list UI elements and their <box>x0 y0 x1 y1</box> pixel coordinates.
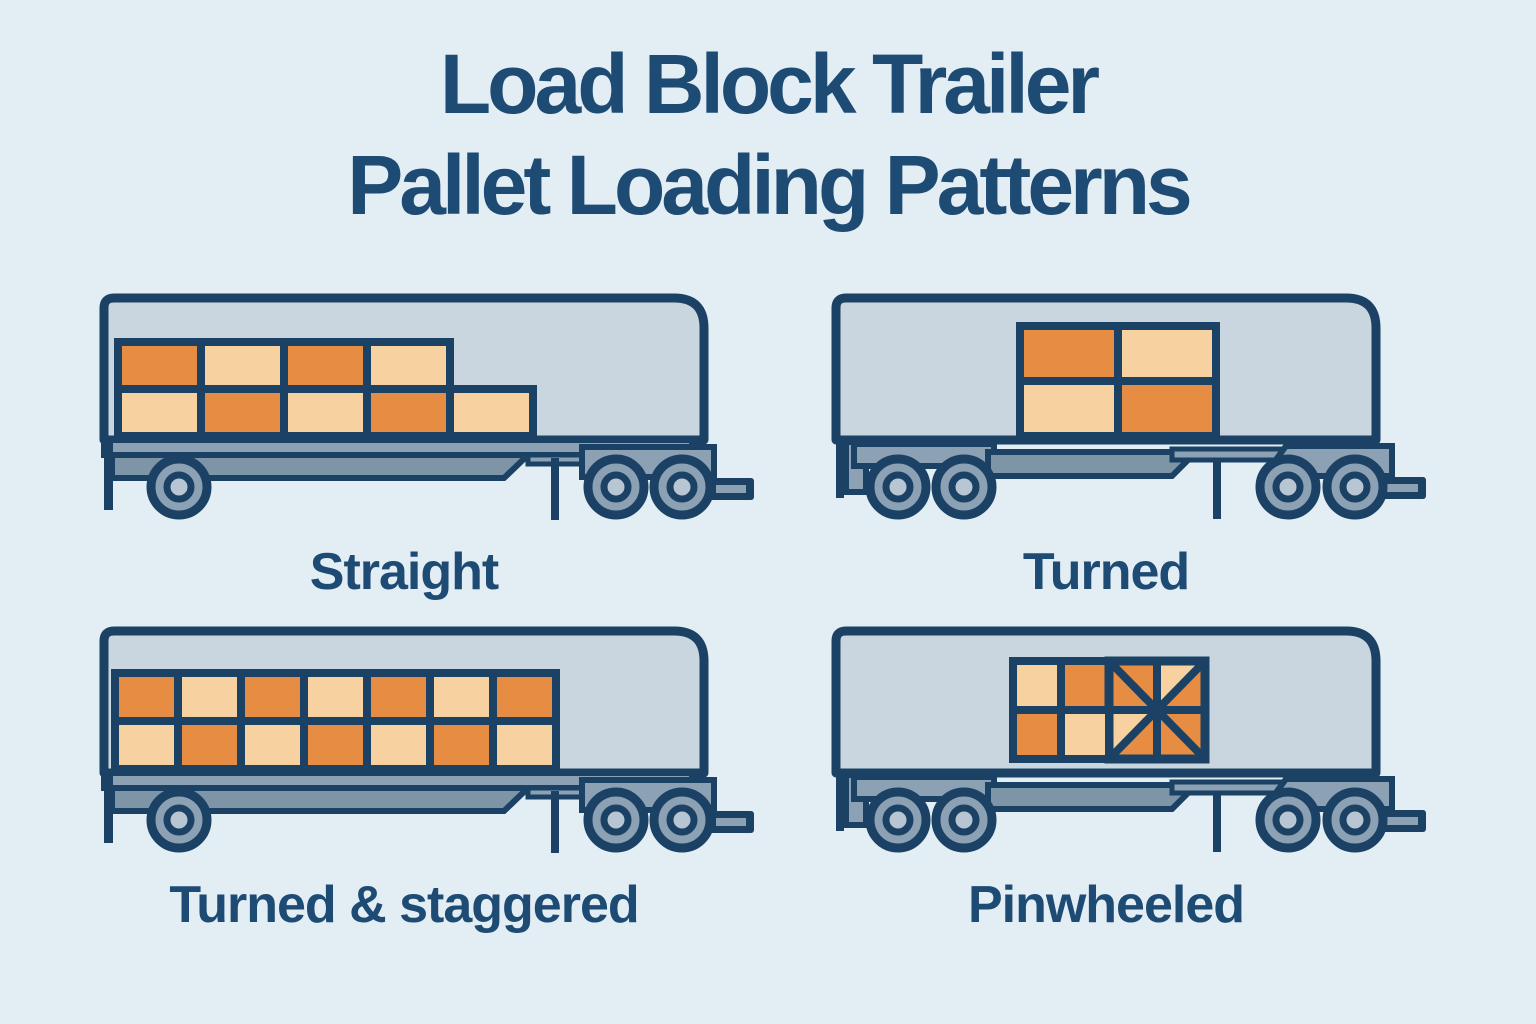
pallet-block <box>1057 657 1113 714</box>
pallet-block <box>1057 706 1113 763</box>
trailer-illustration-pinwheeled <box>831 626 1426 853</box>
pallet-block <box>1114 322 1220 385</box>
wheel-hub <box>882 471 914 503</box>
hitch-stripe <box>716 818 746 826</box>
hitch-stripe <box>1384 484 1418 492</box>
pallet-block <box>300 717 371 773</box>
pallet-block <box>489 717 560 773</box>
landing-gear-leg <box>551 458 559 520</box>
pallet-block <box>426 717 497 773</box>
wheel-hub <box>666 804 698 836</box>
pallet-block <box>111 669 182 725</box>
wheel-hub <box>948 471 980 503</box>
wheel-hub <box>948 804 980 836</box>
pallet-block <box>363 717 434 773</box>
pattern-figure-turned-staggered: Turned & staggered <box>96 623 756 935</box>
pattern-figure-straight: Straight <box>96 290 756 602</box>
wheel-hub <box>600 471 632 503</box>
wheel-hub <box>1272 804 1304 836</box>
pinwheel-block <box>1104 656 1210 764</box>
pallet-block <box>114 338 205 393</box>
wheel-hub <box>1339 471 1371 503</box>
pattern-figure-turned: Turned <box>828 290 1488 602</box>
wheel-hub <box>666 471 698 503</box>
pattern-figure-pinwheeled: Pinwheeled <box>828 623 1488 935</box>
trailer-illustration-straight <box>99 293 754 520</box>
front-bumper-post <box>104 773 113 843</box>
chassis-rail <box>1169 779 1291 796</box>
wheel-hub <box>163 804 195 836</box>
hitch-stripe <box>1384 817 1418 825</box>
pallet-block <box>446 385 537 440</box>
pallet-block <box>489 669 560 725</box>
title-line-1: Load Block Trailer <box>439 37 1100 131</box>
landing-gear-leg <box>551 791 559 853</box>
pinwheel-divider <box>1106 658 1208 762</box>
landing-gear-leg <box>1213 460 1221 519</box>
pallet-block <box>1016 377 1122 440</box>
pallet-block <box>197 338 288 393</box>
pallet-block <box>300 669 371 725</box>
wheel-hub <box>600 804 632 836</box>
hitch-stripe <box>716 485 746 493</box>
pallet-block <box>237 669 308 725</box>
figure-caption-straight: Straight <box>309 543 499 601</box>
front-bumper-post <box>104 440 113 510</box>
pallet-block <box>197 385 288 440</box>
front-bumper-post <box>836 440 844 498</box>
pallet-block <box>426 669 497 725</box>
title-line-2: Pallet Loading Patterns <box>347 138 1193 232</box>
trailer-illustration-turned-staggered <box>99 626 754 853</box>
pallet-block <box>280 338 371 393</box>
pallet-block <box>237 717 308 773</box>
pallet-block <box>174 717 245 773</box>
pallet-block <box>1009 706 1065 763</box>
pallet-block <box>1009 657 1065 714</box>
landing-gear-leg <box>1213 793 1221 852</box>
chassis-beam <box>985 782 1204 812</box>
chassis-beam <box>985 449 1204 479</box>
figure-caption-turned: Turned <box>1022 543 1190 601</box>
pallet-block <box>1016 322 1122 385</box>
pallet-block <box>111 717 182 773</box>
wheel-hub <box>882 804 914 836</box>
chassis-rail <box>1169 446 1291 463</box>
pallet-block <box>174 669 245 725</box>
figure-caption-pinwheeled: Pinwheeled <box>967 876 1245 934</box>
front-bumper-post <box>836 773 844 831</box>
pallet-block <box>363 669 434 725</box>
trailer-illustration-turned <box>831 293 1426 520</box>
wheel-hub <box>1272 471 1304 503</box>
pallet-block <box>280 385 371 440</box>
pallet-block <box>363 385 454 440</box>
figure-caption-turned-staggered: Turned & staggered <box>169 876 639 934</box>
pallet-block <box>1114 377 1220 440</box>
wheel-hub <box>163 471 195 503</box>
wheel-hub <box>1339 804 1371 836</box>
pallet-block <box>363 338 454 393</box>
pallet-block <box>114 385 205 440</box>
